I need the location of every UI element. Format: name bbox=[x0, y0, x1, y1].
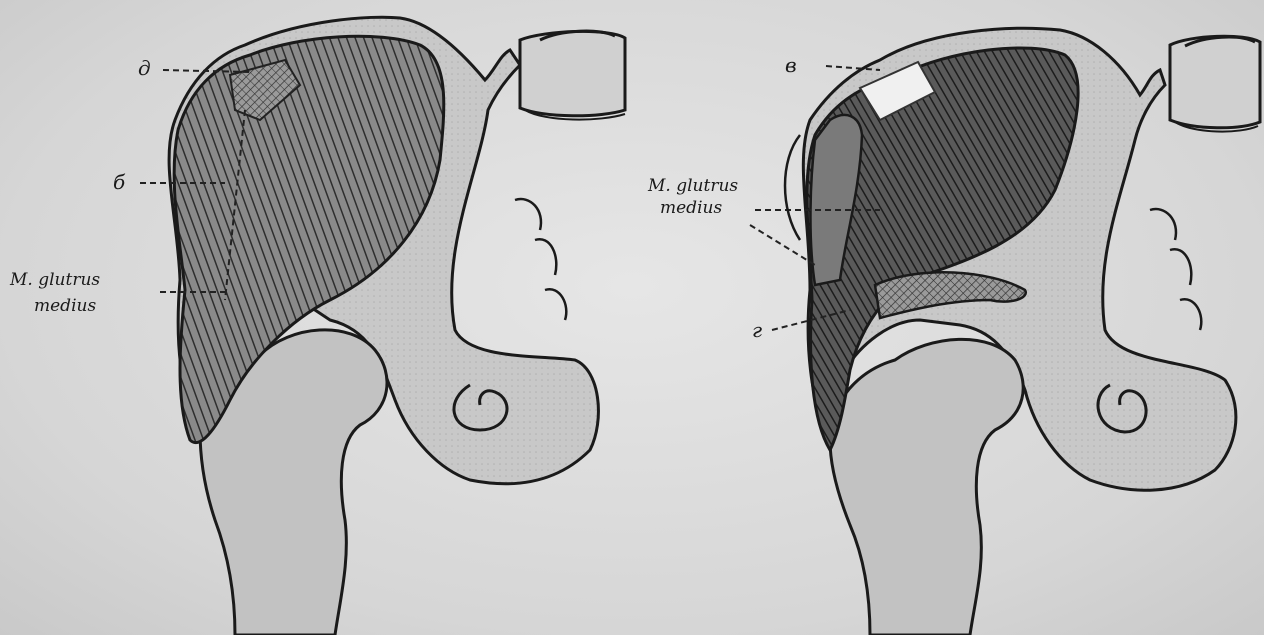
right-flap-arc bbox=[785, 135, 800, 240]
label-g: г bbox=[752, 320, 762, 340]
label-a: д bbox=[138, 58, 151, 78]
left-figure bbox=[140, 17, 625, 635]
label-v: в bbox=[785, 55, 797, 75]
right-sacrum-vertebra bbox=[1170, 36, 1260, 131]
left-muscle-label-line1: M. glutrus bbox=[10, 272, 100, 289]
left-sacrum-vertebra bbox=[520, 31, 625, 120]
right-femur bbox=[830, 339, 1023, 635]
right-figure bbox=[750, 28, 1260, 635]
left-muscle-label-line2: medius bbox=[34, 298, 96, 315]
right-sacral-marks bbox=[1150, 209, 1201, 330]
right-muscle-label-line1: M. glutrus bbox=[648, 178, 738, 195]
right-muscle-label-line2: medius bbox=[660, 200, 722, 217]
left-sacral-marks bbox=[515, 199, 566, 320]
label-b: б bbox=[113, 172, 125, 192]
